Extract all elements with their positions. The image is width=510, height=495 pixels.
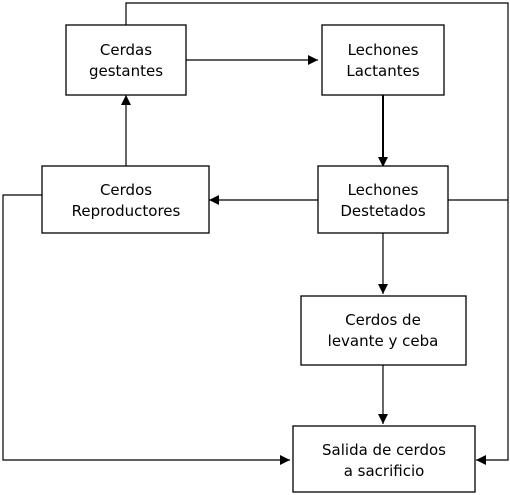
node-label-line: Lechones — [348, 41, 419, 59]
node-label-line: Salida de cerdos — [322, 441, 446, 459]
node-label-line: Reproductores — [72, 202, 181, 220]
edge-reproductores-to-salida — [2, 194, 290, 465]
node-lechones-lactantes: Lechones Lactantes — [321, 24, 445, 96]
edge-gestantes-to-salida — [125, 2, 509, 465]
node-label-line: Cerdos de — [345, 311, 421, 329]
node-label-line: Destetados — [340, 202, 425, 220]
node-label-line: Cerdos — [100, 181, 152, 199]
node-salida-sacrificio: Salida de cerdos a sacrificio — [292, 425, 476, 493]
node-label-line: levante y ceba — [328, 332, 439, 350]
node-label-line: Lactantes — [346, 62, 419, 80]
node-cerdos-levante-ceba: Cerdos de levante y ceba — [300, 295, 467, 366]
node-lechones-destetados: Lechones Destetados — [317, 165, 449, 234]
node-label-line: gestantes — [89, 62, 163, 80]
node-label-line: Lechones — [348, 181, 419, 199]
node-cerdos-reproductores: Cerdos Reproductores — [41, 165, 210, 234]
node-label-line: Cerdas — [100, 41, 152, 59]
node-cerdas-gestantes: Cerdas gestantes — [65, 24, 187, 96]
node-label-line: a sacrificio — [344, 462, 425, 480]
